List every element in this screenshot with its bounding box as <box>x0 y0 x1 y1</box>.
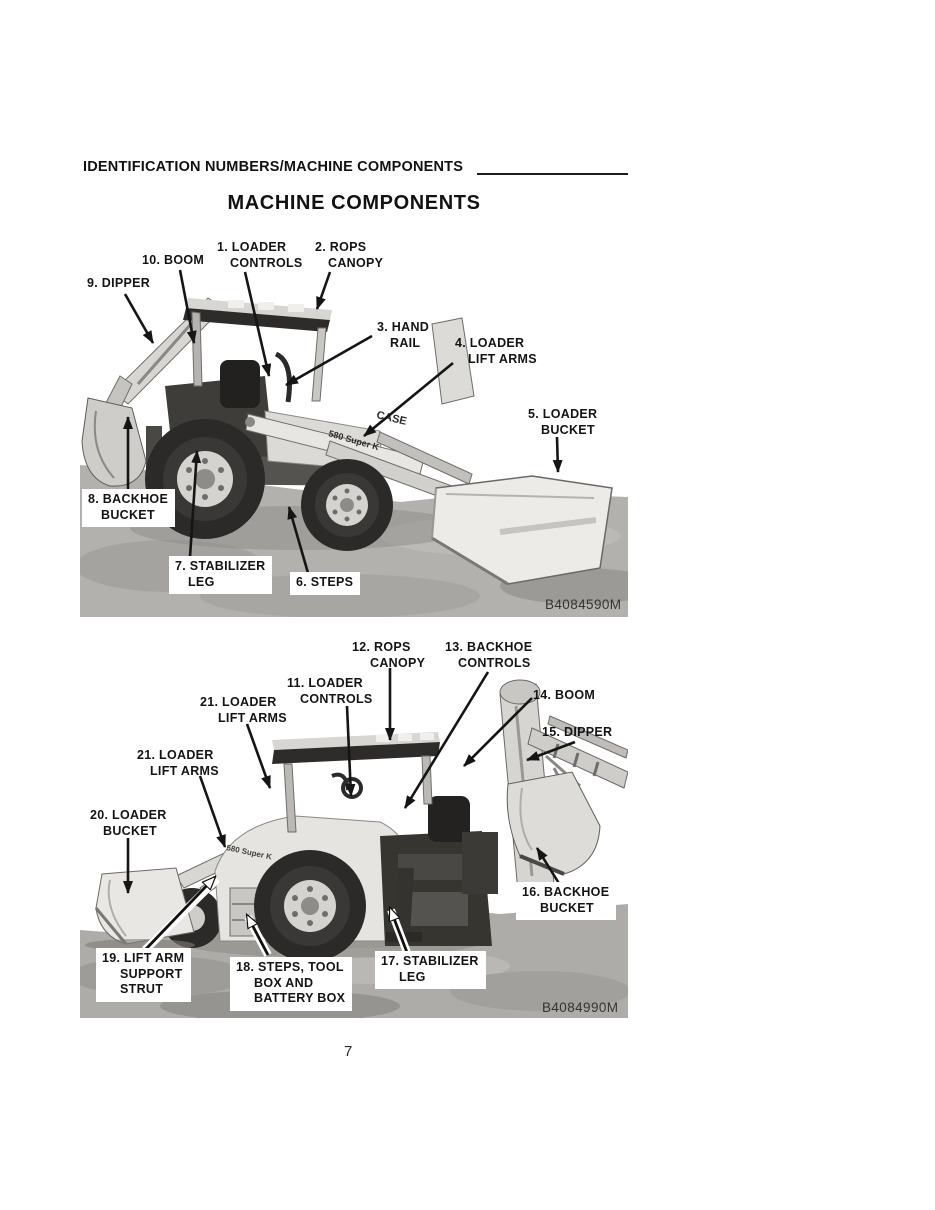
callout-arrows <box>123 668 576 894</box>
callout-lift-arm-support-strut: 19. LIFT ARM SUPPORT STRUT <box>96 948 192 1002</box>
header-rule <box>477 173 628 175</box>
callout-line: 20. LOADER <box>90 808 167 822</box>
callout-line: 21. LOADER <box>200 695 277 709</box>
callout-loader-bucket: 20. LOADER BUCKET <box>90 808 167 839</box>
machine-photo-illustration-2: 580 Super K <box>80 668 628 1018</box>
callout-line: 21. LOADER <box>137 748 214 762</box>
callout-line: BUCKET <box>540 900 594 915</box>
callout-line: 9. DIPPER <box>87 276 151 290</box>
callout-line: 17. STABILIZER <box>381 954 479 968</box>
callout-loader-controls: 1. LOADER CONTROLS <box>217 240 303 271</box>
photo-reference-number: B4084990M <box>542 1000 619 1015</box>
callout-loader-lift-arms-upper: 21. LOADER LIFT ARMS <box>200 695 287 726</box>
callout-backhoe-bucket: 8. BACKHOE BUCKET <box>82 489 176 527</box>
callout-line: SUPPORT <box>120 966 183 981</box>
callout-line: LIFT ARMS <box>150 763 219 778</box>
figure-backhoe-rear-view: 580 Super K <box>80 636 628 1018</box>
page-number: 7 <box>344 1043 353 1060</box>
figure-loader-side-view: CASE 580 Super K <box>80 236 628 617</box>
callout-loader-lift-arms: 4. LOADER LIFT ARMS <box>455 336 537 367</box>
callout-line: LIFT ARMS <box>468 351 537 366</box>
callout-loader-bucket: 5. LOADER BUCKET <box>528 407 597 438</box>
front-wheel <box>301 459 393 551</box>
loader-arm-shapes: CASE 580 Super K <box>245 317 475 501</box>
callout-line: 8. BACKHOE <box>88 492 169 506</box>
callout-boom: 10. BOOM <box>142 253 204 269</box>
callout-line: LEG <box>188 574 215 589</box>
callout-loader-controls: 11. LOADER CONTROLS <box>287 676 373 707</box>
callout-line: 2. ROPS <box>315 240 367 254</box>
callout-boom: 14. BOOM <box>533 688 595 704</box>
callout-line: 6. STEPS <box>296 575 354 589</box>
callout-stabilizer-leg: 17. STABILIZER LEG <box>375 951 486 989</box>
callout-line: BOX AND <box>254 975 314 990</box>
section-header: IDENTIFICATION NUMBERS/MACHINE COMPONENT… <box>83 159 464 175</box>
callout-rops-canopy: 2. ROPS CANOPY <box>315 240 383 271</box>
callout-line: 15. DIPPER <box>542 725 613 739</box>
callout-stabilizer-leg: 7. STABILIZER LEG <box>169 556 273 594</box>
callout-line: CANOPY <box>370 655 426 670</box>
callout-hand-rail: 3. HAND RAIL <box>377 320 429 351</box>
callout-rops-canopy: 12. ROPS CANOPY <box>352 640 425 671</box>
callout-line: LEG <box>399 969 426 984</box>
callout-line: 7. STABILIZER <box>175 559 266 573</box>
page-title: MACHINE COMPONENTS <box>227 192 481 214</box>
callout-arrows-white <box>142 877 412 957</box>
callout-line: LIFT ARMS <box>218 710 287 725</box>
callout-line: STRUT <box>120 982 164 996</box>
callout-dipper: 15. DIPPER <box>542 725 612 741</box>
callout-backhoe-bucket: 16. BACKHOE BUCKET <box>516 882 617 920</box>
backhoe-arm-shapes <box>499 679 628 893</box>
callout-loader-lift-arms-lower: 21. LOADER LIFT ARMS <box>137 748 219 779</box>
callout-line: 1. LOADER <box>217 240 287 254</box>
callout-line: CONTROLS <box>458 655 531 670</box>
callout-line: 4. LOADER <box>455 336 525 350</box>
callout-backhoe-controls: 13. BACKHOE CONTROLS <box>445 640 532 671</box>
callout-line: 13. BACKHOE <box>445 640 533 654</box>
callout-line: 3. HAND <box>377 320 430 334</box>
callout-line: RAIL <box>390 335 421 350</box>
photo-reference-number: B4084590M <box>545 597 622 612</box>
callout-line: CONTROLS <box>230 255 303 270</box>
callout-line: 11. LOADER <box>287 676 363 690</box>
callout-line: 18. STEPS, TOOL <box>236 960 344 974</box>
rear-wheel <box>254 850 366 962</box>
callout-line: 16. BACKHOE <box>522 885 610 899</box>
callout-line: BUCKET <box>541 422 595 437</box>
callout-line: 10. BOOM <box>142 253 205 267</box>
callout-line: 14. BOOM <box>533 688 596 702</box>
callout-line: CONTROLS <box>300 691 373 706</box>
callout-steps: 6. STEPS <box>290 572 361 595</box>
loader-bucket-shape <box>431 475 613 586</box>
callout-dipper: 9. DIPPER <box>87 276 150 292</box>
callout-arrows <box>123 269 563 574</box>
callout-line: 19. LIFT ARM <box>102 951 185 965</box>
callout-line: 12. ROPS <box>352 640 411 654</box>
callout-line: BATTERY BOX <box>254 991 346 1005</box>
callout-line: CANOPY <box>328 255 384 270</box>
callout-steps-tool-box: 18. STEPS, TOOL BOX AND BATTERY BOX <box>230 957 353 1011</box>
callout-line: 5. LOADER <box>528 407 598 421</box>
callout-line: BUCKET <box>103 823 157 838</box>
callout-line: BUCKET <box>101 507 155 522</box>
